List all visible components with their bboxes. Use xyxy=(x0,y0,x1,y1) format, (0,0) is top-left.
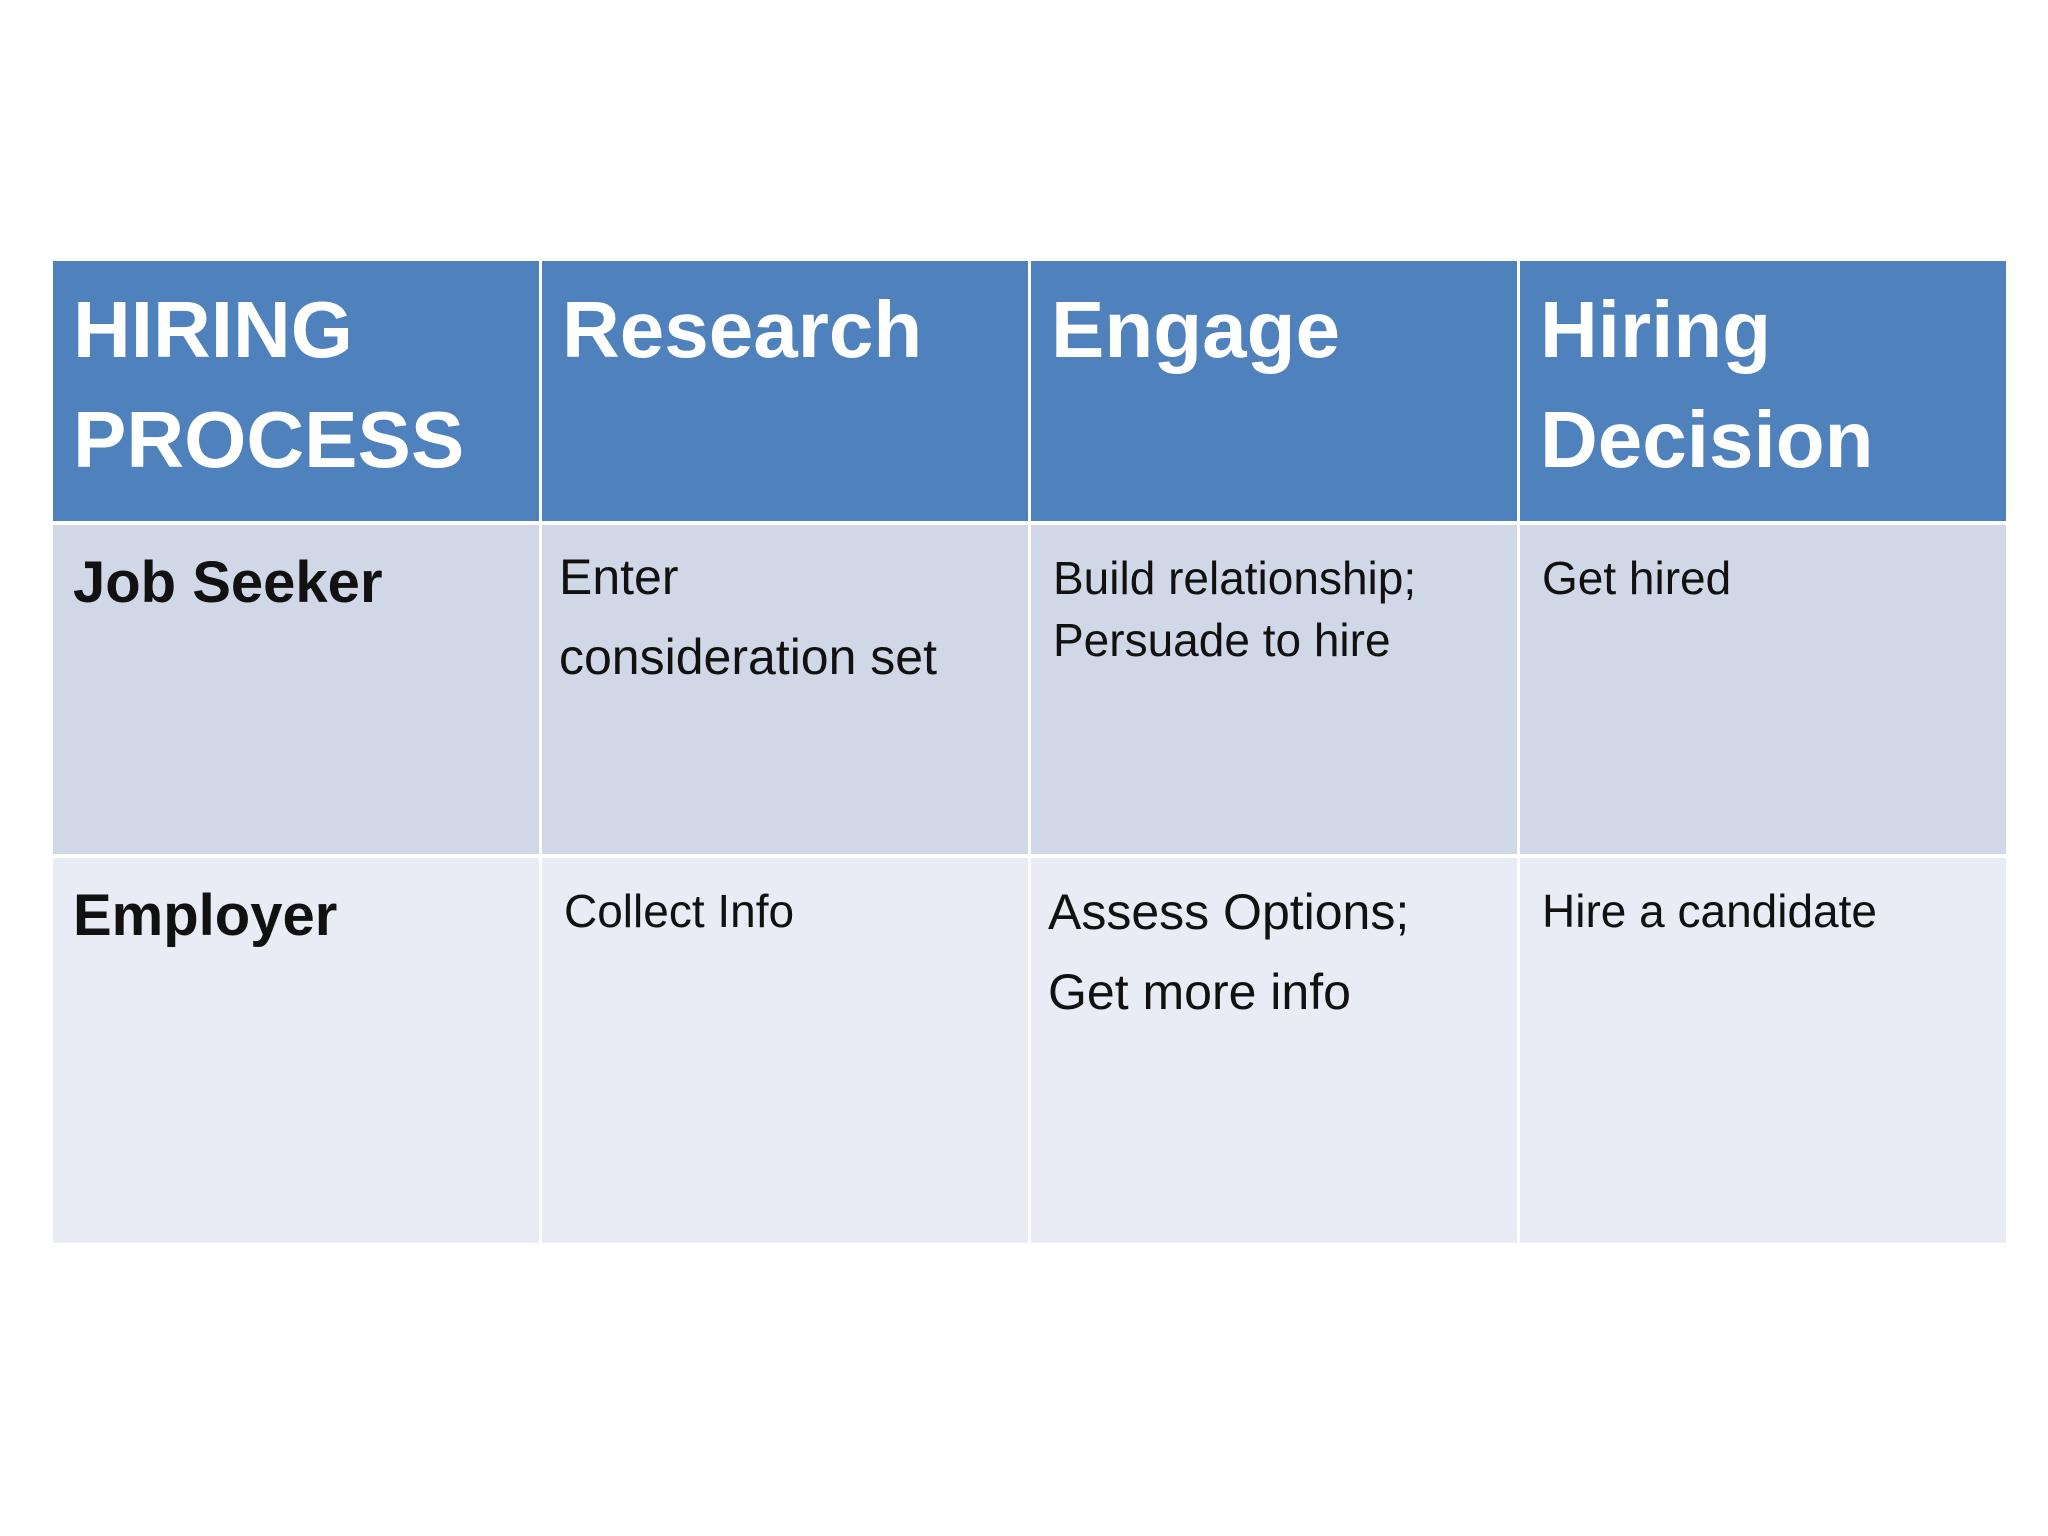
job-seeker-engage-line-2: Persuade to hire xyxy=(1053,614,1391,666)
employer-research-cell: Collect Info xyxy=(542,858,1028,1243)
header-corner-line-2: PROCESS xyxy=(73,395,465,484)
job-seeker-research-cell: Enter consideration set xyxy=(542,525,1028,854)
header-corner-line-1: HIRING xyxy=(73,285,353,374)
job-seeker-label: Job Seeker xyxy=(73,550,383,615)
header-decision-line-1: Hiring xyxy=(1540,285,1772,374)
header-cell-research: Research xyxy=(542,261,1028,521)
employer-research-text: Collect Info xyxy=(564,885,795,937)
header-cell-engage: Engage xyxy=(1031,261,1517,521)
header-decision-line-2: Decision xyxy=(1540,395,1874,484)
job-seeker-engage-cell: Build relationship; Persuade to hire xyxy=(1031,525,1517,854)
employer-engage-line-1: Assess Options; xyxy=(1048,884,1410,940)
header-engage-label: Engage xyxy=(1051,285,1340,374)
header-research-label: Research xyxy=(562,285,923,374)
hiring-process-table: HIRING PROCESS Research Engage Hiring De… xyxy=(53,261,2006,1243)
job-seeker-research-line-2: consideration set xyxy=(559,629,938,685)
job-seeker-decision-cell: Get hired xyxy=(1520,525,2006,854)
header-cell-hiring-decision: Hiring Decision xyxy=(1520,261,2006,521)
employer-engage-cell: Assess Options; Get more info xyxy=(1031,858,1517,1243)
row-label-job-seeker: Job Seeker xyxy=(53,525,539,854)
employer-decision-text: Hire a candidate xyxy=(1542,885,1877,937)
employer-decision-cell: Hire a candidate xyxy=(1520,858,2006,1243)
header-cell-hiring-process: HIRING PROCESS xyxy=(53,261,539,521)
employer-engage-line-2: Get more info xyxy=(1048,964,1351,1020)
job-seeker-research-line-1: Enter xyxy=(559,549,679,605)
employer-label: Employer xyxy=(73,883,338,948)
row-label-employer: Employer xyxy=(53,858,539,1243)
job-seeker-decision-text: Get hired xyxy=(1542,552,1732,604)
job-seeker-engage-line-1: Build relationship; xyxy=(1053,552,1417,604)
